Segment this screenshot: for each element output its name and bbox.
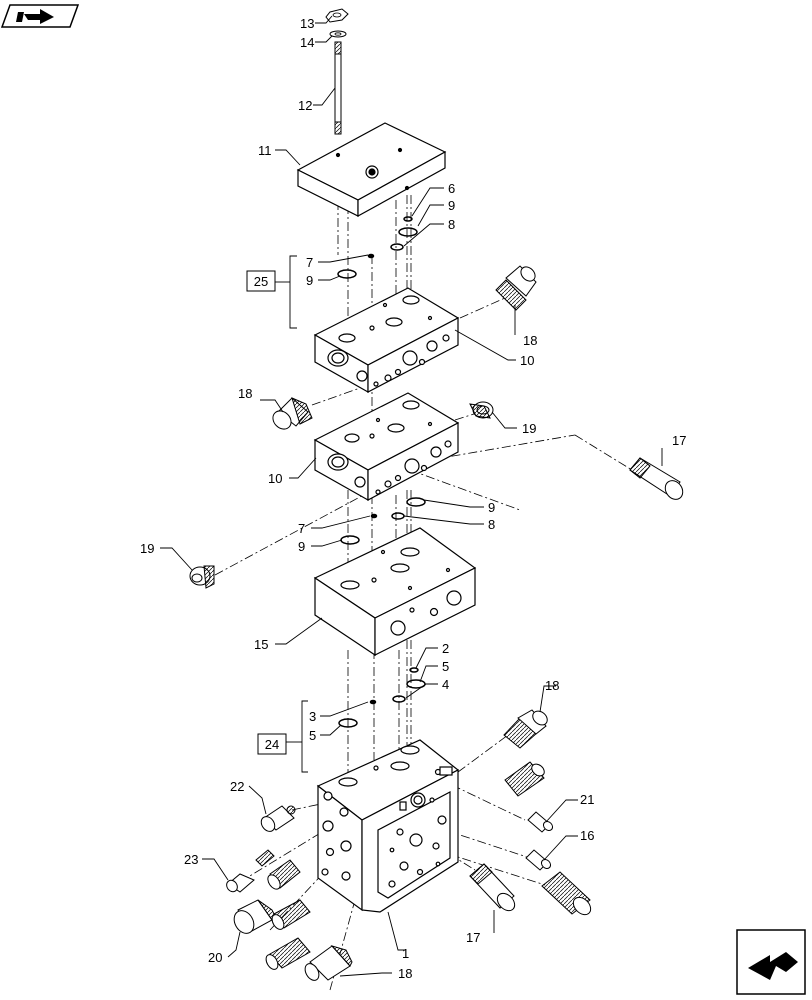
tie-rod-12 [334,41,342,135]
callout-2: 2 [442,641,449,656]
callout-20: 20 [208,950,222,965]
threaded-cartridge-bottom-right [541,871,592,916]
plug-19-lower-left [189,565,215,589]
seal-set-upper [337,216,418,279]
callout-7-b: 7 [298,521,305,536]
seal-set-lower [338,667,426,728]
threaded-cartridge-right [504,761,545,797]
callout-6: 6 [448,181,455,196]
callout-10-a: 10 [520,353,534,368]
callout-9-a: 9 [448,198,455,213]
threaded-cartridge-left-upper [267,859,301,890]
threaded-cartridge-left-lower [265,937,311,970]
callout-18-b: 18 [238,386,252,401]
nut-13 [325,8,349,23]
relief-cartridge-18-mid-right [503,709,548,749]
cartridge-23 [226,873,255,893]
callout-17-b: 17 [466,930,480,945]
callout-21: 21 [580,792,594,807]
callout-labels: 13 14 12 11 6 9 8 7 9 18 10 18 19 17 10 … [140,16,686,981]
callout-13: 13 [300,16,314,31]
callout-15: 15 [254,637,268,652]
callout-10-b: 10 [268,471,282,486]
leader-lines [160,15,663,977]
threaded-cartridge-left-middle [271,899,311,930]
plug-16 [525,849,552,871]
callout-16: 16 [580,828,594,843]
group-box-25: 25 [246,270,276,292]
end-plate-11 [296,122,447,218]
callout-8-b: 8 [488,517,495,532]
next-arrow-icon[interactable] [736,929,806,995]
relief-cartridge-18-upper-right [495,265,537,311]
plug-22 [260,805,296,832]
plug-21 [527,811,554,833]
book-arrow-icon[interactable] [0,4,80,28]
work-section-10-lower [313,392,460,502]
main-valve-body-1 [316,739,460,913]
callout-17-a: 17 [672,433,686,448]
center-lines [214,150,633,991]
work-section-10-upper [313,287,460,394]
callout-3: 3 [309,709,316,724]
relief-cartridge-18-bottom [304,945,353,981]
callout-19-b: 19 [140,541,154,556]
svg-text:25: 25 [254,274,268,289]
group-box-24: 24 [257,733,287,755]
callout-5-b: 5 [309,728,316,743]
callout-9-d: 9 [298,539,305,554]
inlet-section-15 [313,527,477,657]
callout-12: 12 [298,98,312,113]
relief-cartridge-18-left [272,397,313,430]
relief-cartridge-20 [233,899,277,934]
callout-18-d: 18 [398,966,412,981]
relief-cartridge-17-lower [469,863,516,912]
callout-18-a: 18 [523,333,537,348]
callout-22: 22 [230,779,244,794]
washer-14 [329,30,347,38]
small-plug-near-body [255,849,275,867]
callout-9-b: 9 [306,273,313,288]
svg-text:24: 24 [265,737,279,752]
callout-18-c: 18 [545,678,559,693]
callout-4: 4 [442,677,449,692]
callout-14: 14 [300,35,314,50]
callout-8-a: 8 [448,217,455,232]
callout-11: 11 [258,143,272,158]
callout-5-a: 5 [442,659,449,674]
callout-9-c: 9 [488,500,495,515]
plug-19-upper [469,401,494,419]
callout-23: 23 [184,852,198,867]
relief-cartridge-17-right [629,457,684,500]
callout-19-a: 19 [522,421,536,436]
callout-1: 1 [402,946,409,961]
callout-7-a: 7 [306,255,313,270]
